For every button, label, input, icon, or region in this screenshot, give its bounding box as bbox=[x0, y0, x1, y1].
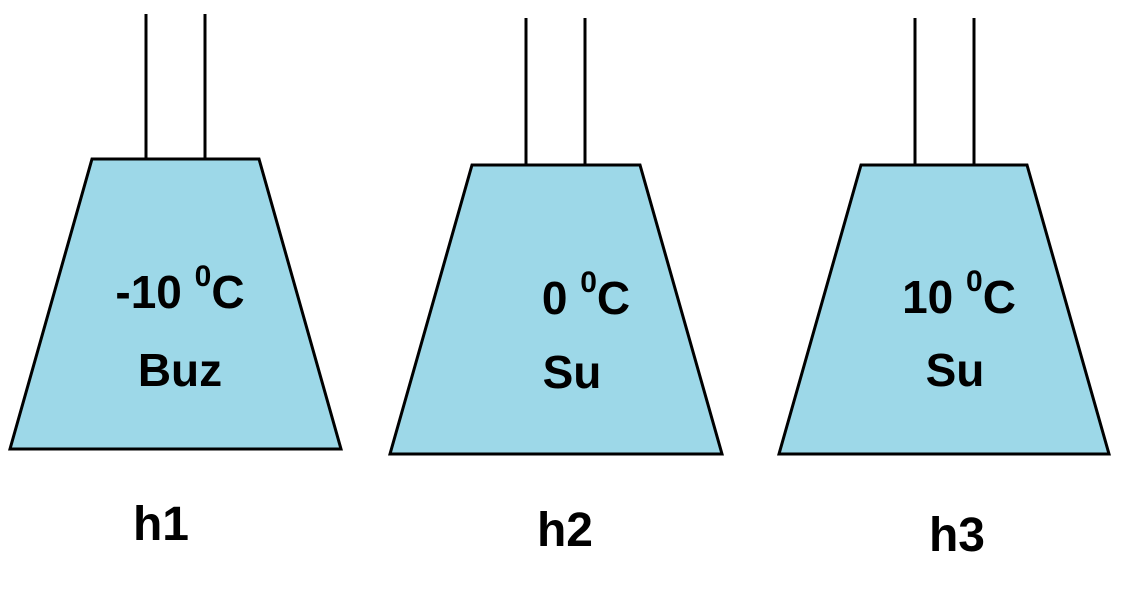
container-2-name: h2 bbox=[537, 504, 593, 557]
container-2: 0 0C Su h2 bbox=[388, 18, 724, 557]
container-2-state: Su bbox=[543, 346, 602, 398]
container-3-body bbox=[777, 163, 1111, 456]
container-1-state: Buz bbox=[138, 344, 222, 396]
container-1: -10 0C Buz h1 bbox=[8, 14, 343, 551]
container-1-body bbox=[8, 157, 343, 451]
container-3: 10 0C Su h3 bbox=[777, 18, 1111, 562]
container-2-temperature: 0 0C bbox=[542, 266, 630, 324]
container-1-name: h1 bbox=[133, 498, 189, 551]
container-1-temperature: -10 0C bbox=[115, 260, 244, 318]
container-3-state: Su bbox=[926, 344, 985, 396]
container-3-name: h3 bbox=[929, 509, 985, 562]
container-3-temperature: 10 0C bbox=[902, 265, 1016, 323]
